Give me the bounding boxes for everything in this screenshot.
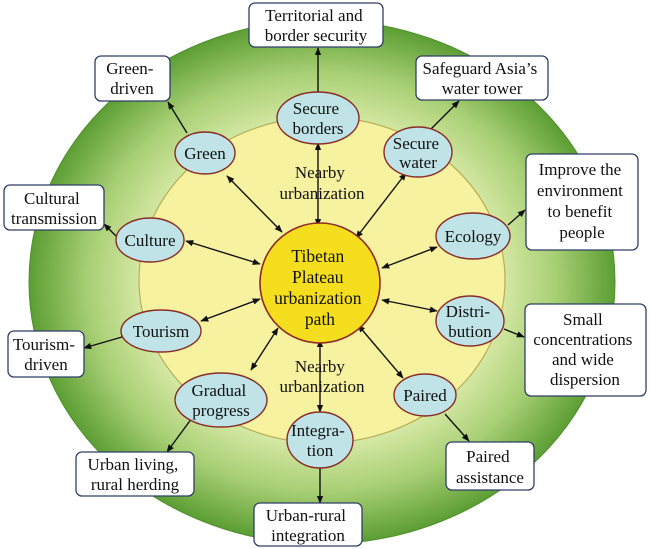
center-circle	[259, 222, 381, 344]
center-connectors	[185, 142, 438, 413]
svg-text:Gradual progress: Gradual progress	[191, 381, 250, 420]
svg-text:Safeguard Asia’s water t: Safeguard Asia’s water tower	[423, 59, 542, 98]
svg-text:Urban living, rural herd: Urban living, rural herding	[88, 455, 183, 494]
svg-text:Urban-rural integration: Urban-rural integration	[266, 506, 351, 545]
svg-text:Secure borders: Secure borders	[293, 99, 344, 138]
node-integration: Integra- tion	[286, 411, 354, 469]
svg-text:Paired assistance: Paired assistance	[456, 447, 524, 487]
node-secure-borders: Secure borders	[276, 91, 360, 145]
svg-text:Distri- bution: Distri- bution	[446, 302, 495, 341]
outcome-territorial-security: Territorial and border security	[248, 2, 384, 48]
svg-text:Green: Green	[184, 144, 226, 163]
outcome-small-concentrations: Small concentrations and wide dispersion	[524, 303, 647, 397]
svg-text:Small concentrations: Small concentrations and wide dispersion	[533, 310, 636, 389]
node-green: Green	[174, 131, 236, 175]
svg-text:Ecology: Ecology	[445, 227, 502, 246]
outcome-cultural-transmission: Cultural transmission	[3, 184, 105, 231]
nearby-urbanization-bottom-label: Nearby urbanization	[280, 357, 365, 396]
svg-text:Tourism: Tourism	[133, 322, 189, 341]
svg-text:Tibetan Plateau ur: Tibetan Plateau urbanization path	[274, 246, 366, 329]
svg-text:Green- driven: Green- driven	[106, 59, 157, 98]
center-node: Tibetan Plateau urbanization path	[259, 222, 381, 344]
nearby-bottom-line-1: Nearby	[295, 357, 346, 376]
svg-text:Integra- tion: Integra- tion	[291, 421, 349, 460]
outcome-urban-rural-integration: Urban-rural integration	[253, 502, 363, 547]
outcome-tourism-driven: Tourism- driven	[7, 330, 85, 378]
svg-text:Culture: Culture	[125, 231, 176, 250]
node-gradual-progress: Gradual progress	[174, 372, 268, 428]
svg-text:Paired: Paired	[403, 386, 447, 405]
center-line-1: Tibetan	[291, 246, 344, 266]
outcome-paired-assistance: Paired assistance	[445, 441, 535, 491]
outcome-connectors	[83, 47, 526, 504]
nearby-top-line-2: urbanization	[280, 184, 365, 203]
outcome-safeguard-water-tower: Safeguard Asia’s water tower	[415, 55, 549, 101]
outcome-urban-living-rural-herding: Urban living, rural herding	[75, 451, 195, 497]
node-paired: Paired	[393, 373, 457, 417]
center-line-2: Plateau	[292, 267, 344, 287]
center-line-4: path	[305, 309, 335, 329]
nearby-top-line-1: Nearby	[295, 163, 346, 182]
node-tourism: Tourism	[120, 309, 202, 353]
nearby-urbanization-top-label: Nearby urbanization	[280, 163, 365, 203]
node-secure-water: Secure water	[383, 126, 453, 178]
node-distribution: Distri- bution	[435, 295, 505, 347]
svg-text:Territorial and border s: Territorial and border security	[265, 6, 368, 45]
svg-text:Improve the environment: Improve the environment to benefit peopl…	[537, 160, 627, 242]
node-ecology: Ecology	[435, 212, 511, 260]
outcome-improve-environment: Improve the environment to benefit peopl…	[525, 153, 639, 251]
outcome-green-driven: Green- driven	[94, 55, 171, 102]
nearby-bottom-line-2: urbanization	[280, 377, 365, 396]
svg-text:Tourism- driven: Tourism- driven	[13, 335, 79, 374]
svg-text:Cultural transmission: Cultural transmission	[11, 189, 97, 228]
svg-text:Secure water: Secure water	[393, 134, 444, 172]
node-culture: Culture	[115, 217, 185, 263]
center-line-3: urbanization	[274, 288, 362, 308]
